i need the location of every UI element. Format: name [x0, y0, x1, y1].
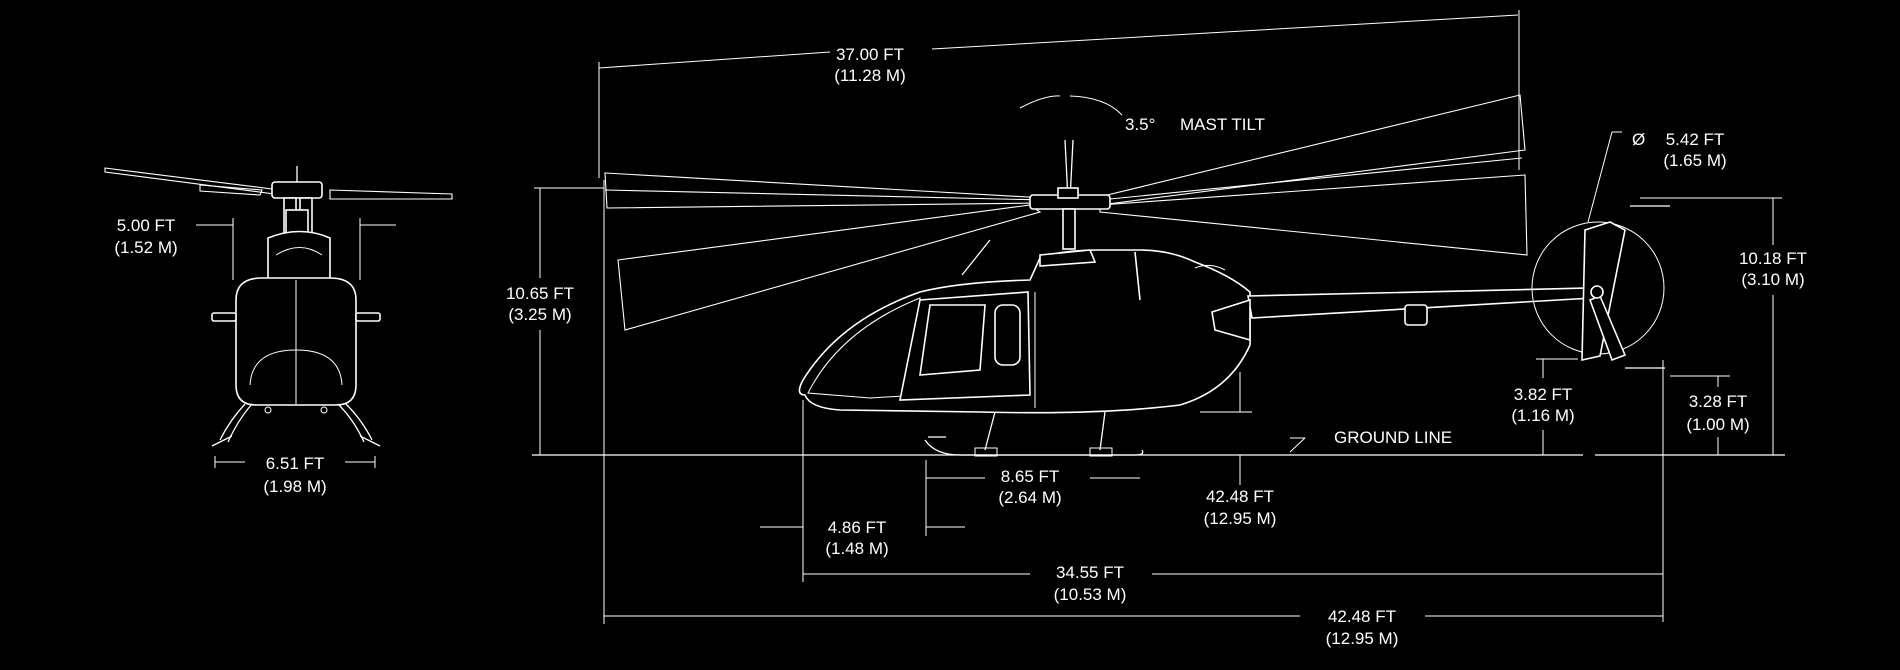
mast-width-m: (1.52 M) [114, 238, 177, 257]
tail-boom-length-m: (12.95 M) [1204, 509, 1277, 528]
landing-skids [924, 411, 1144, 457]
tail-skid-clearance-m: (1.00 M) [1686, 415, 1749, 434]
tail-rotor [1531, 205, 1670, 369]
mast-tilt-dimension: 3.5° MAST TILT [1019, 95, 1265, 134]
skid-length-m: (2.64 M) [998, 488, 1061, 507]
front-fuselage [211, 277, 381, 406]
tail-height-m: (3.10 M) [1741, 270, 1804, 289]
fuselage-to-skid-dimension: 4.86 FT (1.48 M) [760, 518, 965, 558]
rotor-height-dimension: 10.65 FT (3.25 M) [506, 187, 604, 455]
overall-length-m: (12.95 M) [1326, 629, 1399, 648]
mast-tilt-label: MAST TILT [1180, 115, 1265, 134]
tail-rotor-diameter-symbol: Ø [1632, 130, 1645, 149]
tail-boom-length-dimension: 42.48 FT (12.95 M) [1200, 372, 1276, 528]
fuselage-side [798, 239, 1251, 414]
fuselage-to-skid-ft: 4.86 FT [828, 518, 887, 537]
tail-skid-clearance-ft: 3.28 FT [1689, 392, 1748, 411]
tail-rotor-diameter-dimension: Ø 5.42 FT (1.65 M) [1587, 130, 1727, 223]
mast-width-ft: 5.00 FT [117, 216, 176, 235]
fuselage-length-m: (10.53 M) [1054, 585, 1127, 604]
tail-hub-height-ft: 3.82 FT [1514, 385, 1573, 404]
tail-rotor-diameter-ft: 5.42 FT [1666, 130, 1725, 149]
skid-width-ft: 6.51 FT [266, 454, 325, 473]
overall-length-ft: 42.48 FT [1328, 607, 1396, 626]
tail-height-ft: 10.18 FT [1739, 249, 1807, 268]
rotor-diameter-m: (11.28 M) [834, 66, 906, 85]
skid-width-dimension: 6.51 FT (1.98 M) [214, 454, 376, 496]
rotor-height-m: (3.25 M) [508, 305, 571, 324]
rotor-height-ft: 10.65 FT [506, 284, 574, 303]
rotor-diameter-dimension: 37.00 FT (11.28 M) [598, 10, 1520, 178]
tail-boom [1211, 287, 1593, 342]
tail-height-dimension: 10.18 FT (3.10 M) [1640, 197, 1807, 455]
tail-hub-height-dimension: 3.82 FT (1.16 M) [1511, 358, 1578, 455]
ground-line-group: GROUND LINE [532, 428, 1785, 456]
fuselage-to-skid-m: (1.48 M) [825, 539, 888, 558]
skid-length-ft: 8.65 FT [1001, 467, 1060, 486]
tail-hub-height-m: (1.16 M) [1511, 406, 1574, 425]
main-rotor-hub [1029, 139, 1111, 250]
mast-tilt-angle: 3.5° [1125, 115, 1155, 134]
skid-length-dimension: 8.65 FT (2.64 M) [925, 460, 1140, 536]
front-rotor-hub [267, 166, 331, 281]
rotor-diameter-ft: 37.00 FT [836, 45, 904, 64]
mast-width-dimension: 5.00 FT (1.52 M) [114, 216, 396, 280]
tail-skid-clearance-dimension: 3.28 FT (1.00 M) [1670, 375, 1750, 455]
ground-line-label: GROUND LINE [1334, 428, 1452, 447]
overall-length-dimension: 42.48 FT (12.95 M) [603, 180, 1663, 648]
skid-width-m: (1.98 M) [263, 477, 326, 496]
front-landing-gear [211, 403, 381, 447]
fuselage-length-dimension: 34.55 FT (10.53 M) [802, 360, 1664, 622]
tail-rotor-diameter-m: (1.65 M) [1663, 151, 1726, 170]
side-view: GROUND LINE 37.00 FT (11.28 M) 3.5° MAST… [506, 10, 1807, 648]
front-view: 5.00 FT (1.52 M) 6.51 FT (1.98 M) [104, 166, 453, 496]
tail-boom-length-ft: 42.48 FT [1206, 487, 1274, 506]
fuselage-length-ft: 34.55 FT [1056, 563, 1124, 582]
